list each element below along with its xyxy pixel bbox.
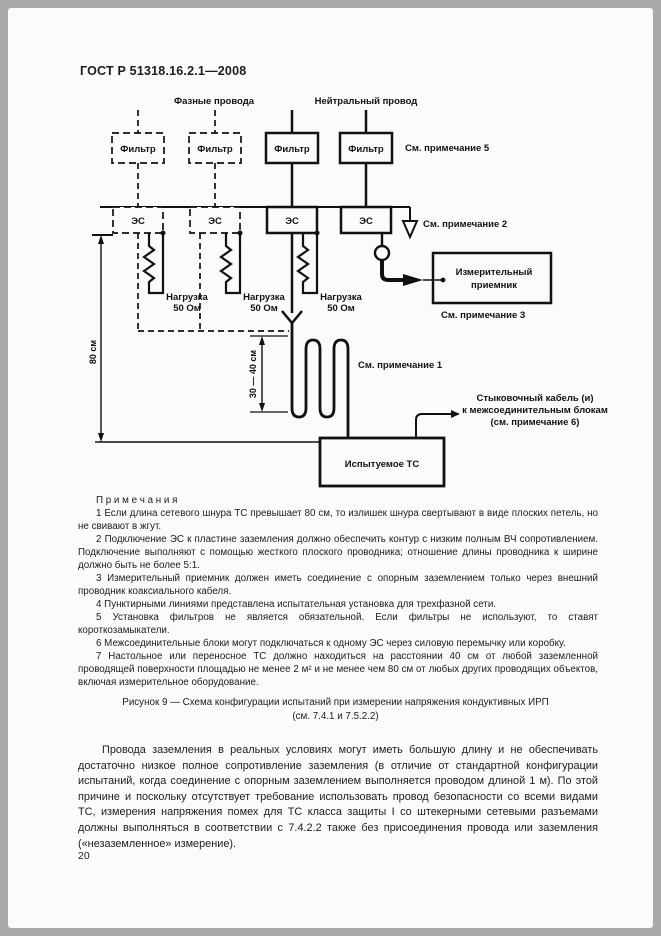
page-number: 20 [78, 850, 90, 862]
document-page: ГОСТ Р 51318.16.2.1—2008 Фазные провода … [8, 8, 653, 928]
es-box-2 [189, 206, 241, 234]
figure-caption: Рисунок 9 — Схема конфигурации испытаний… [48, 696, 623, 724]
see-note-1-label: См. примечание 1 [358, 360, 443, 371]
body-paragraph: Провода заземления в реальных условиях м… [78, 744, 598, 850]
note-item-5: 5 Установка фильтров не является обязате… [78, 612, 598, 636]
figure-caption-line2: (см. 7.4.1 и 7.5.2.2) [292, 711, 379, 722]
note-item-3: 3 Измерительный приемник должен иметь со… [78, 573, 598, 597]
folded-cord-serpentine [290, 323, 350, 438]
load-label-2b: 50 Ом [250, 303, 278, 314]
interconnect-label-1: Стыковочный кабель (и) [476, 393, 593, 404]
load-label-1a: Нагрузка [166, 292, 208, 303]
receiver-box [431, 251, 553, 305]
load-resistor-2 [219, 233, 242, 295]
es-label-2: ЭС [208, 216, 222, 227]
load-label-1b: 50 Ом [173, 303, 201, 314]
note-item-7: 7 Настольное или переносное ТС должно на… [78, 651, 598, 688]
document-header: ГОСТ Р 51318.16.2.1—2008 [80, 64, 247, 78]
load-resistor-3 [296, 233, 319, 295]
eut-label: Испытуемое ТС [345, 459, 420, 470]
coax-cable [380, 260, 403, 282]
coax-plug-icon [403, 274, 423, 286]
load-resistor-1 [142, 233, 165, 295]
filter-box-2 [188, 132, 242, 164]
filter-label-3: Фильтр [274, 144, 310, 155]
eut-box [318, 436, 446, 488]
filter-box-1 [111, 132, 165, 164]
coax-terminal-dot [440, 277, 446, 283]
note-item-4: 4 Пунктирными линиями представлена испыт… [96, 599, 497, 610]
note-item-1: 1 Если длина сетевого шнура ТС превышает… [78, 508, 598, 532]
body-text: Провода заземления в реальных условиях м… [78, 743, 598, 852]
dim80-arrow-down [98, 433, 104, 442]
note-item-2: 2 Подключение ЭС к пластине заземления д… [78, 534, 598, 571]
interconnect-label-2: к межсоединительным блокам [462, 405, 608, 416]
load-label-3b: 50 Ом [327, 303, 355, 314]
es-label-1: ЭС [131, 216, 145, 227]
test-setup-diagram: Фазные провода Нейтральный провод Фильтр… [88, 96, 608, 488]
receiver-label-1: Измерительный [456, 267, 533, 278]
load-label-2a: Нагрузка [243, 292, 285, 303]
note-item-6: 6 Межсоединительные блоки могут подключа… [96, 638, 566, 649]
neutral-wire-label: Нейтральный провод [315, 96, 418, 107]
see-note-5-label: См. примечание 5 [405, 143, 490, 154]
junction-dot-3 [314, 230, 320, 236]
dim80-label: 80 см [88, 340, 98, 365]
es-label-3: ЭС [285, 216, 299, 227]
es-label-4: ЭС [359, 216, 373, 227]
dim3040-arrow-down [259, 403, 265, 412]
filter-label-1: Фильтр [120, 144, 156, 155]
es-box-4 [339, 205, 393, 235]
dim3040-arrow-up [259, 336, 265, 345]
notes-title: П р и м е ч а н и я [96, 495, 178, 506]
phase-wires-label: Фазные провода [174, 96, 255, 107]
load-label-3a: Нагрузка [320, 292, 362, 303]
dim80-arrow-up [98, 235, 104, 244]
see-note-3-label: См. примечание 3 [441, 310, 525, 321]
earth-ground-icon [401, 220, 419, 240]
filter-label-4: Фильтр [348, 144, 384, 155]
interconnect-cable-line [415, 413, 451, 438]
coax-connector-icon [373, 244, 391, 262]
interconnect-label-3: (см. примечание 6) [491, 417, 580, 428]
junction-dot-1 [160, 230, 166, 236]
filter-label-2: Фильтр [197, 144, 233, 155]
junction-dot-2 [237, 230, 243, 236]
notes-section: П р и м е ч а н и я 1 Если длина сетевог… [78, 494, 598, 689]
interconnect-arrow-icon [451, 410, 460, 418]
dim3040-label: 30 — 40 см [248, 350, 258, 399]
see-note-2-label: См. примечание 2 [423, 219, 507, 230]
figure-caption-line1: Рисунок 9 — Схема конфигурации испытаний… [122, 697, 549, 708]
receiver-label-2: приемник [471, 280, 517, 291]
